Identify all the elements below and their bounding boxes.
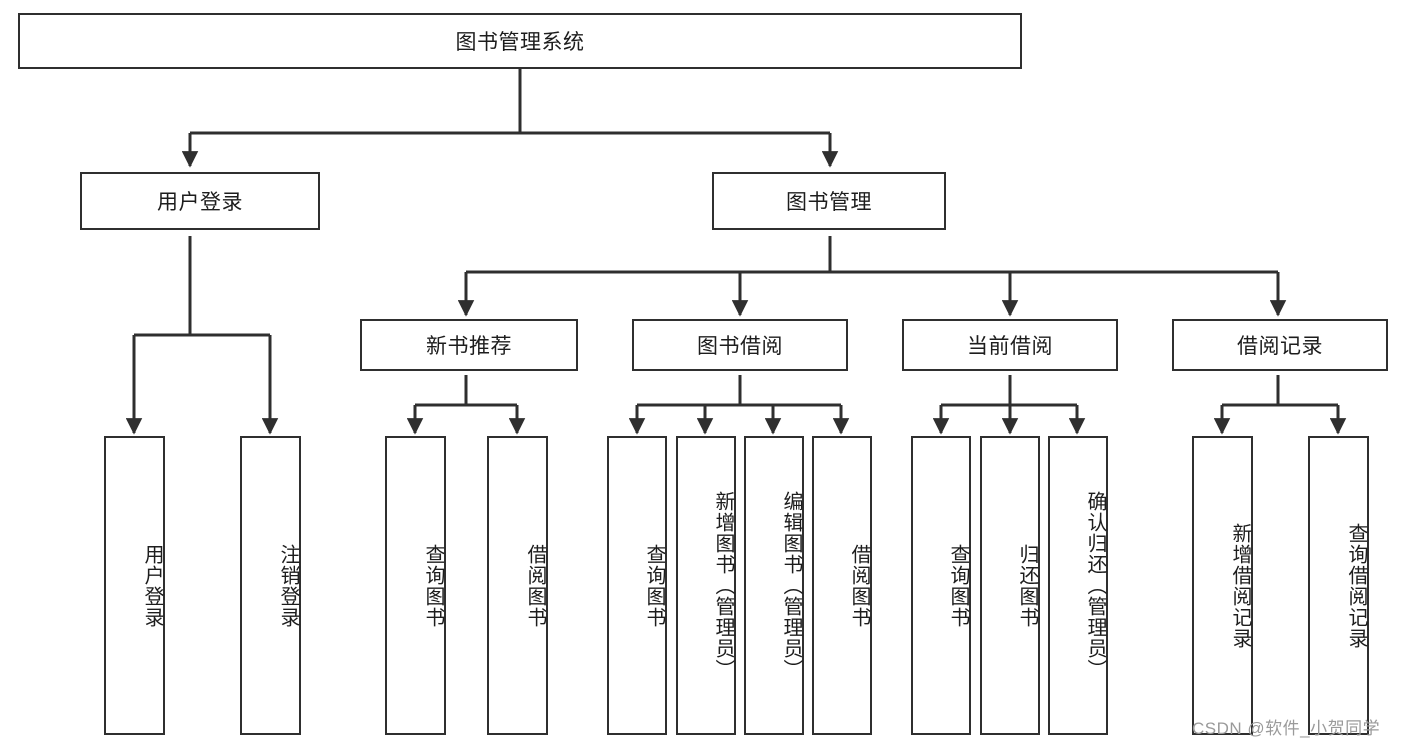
node-label: 用户登录 [141,543,163,628]
leaf-recommend-query-book[interactable]: 查询图书 [385,436,446,735]
node-label: 新书推荐 [426,335,512,358]
leaf-borrow-edit-book-admin[interactable]: 编辑图书（管理员） [744,436,804,735]
node-label: 归还图书 [1016,543,1038,628]
leaf-current-return-book[interactable]: 归还图书 [980,436,1040,735]
leaf-record-add-record[interactable]: 新增借阅记录 [1192,436,1253,735]
node-current-borrow[interactable]: 当前借阅 [902,319,1118,371]
node-label: 图书管理 [786,191,872,214]
node-label: 新增借阅记录 [1229,522,1251,649]
leaf-record-query-record[interactable]: 查询借阅记录 [1308,436,1369,735]
node-label: 用户登录 [157,191,243,214]
node-label: 借阅图书 [848,543,870,628]
node-label: 查询图书 [422,543,444,628]
node-label: 编辑图书（管理员） [780,491,802,680]
leaf-user-login-signin[interactable]: 用户登录 [104,436,165,735]
leaf-current-confirm-return-admin[interactable]: 确认归还（管理员） [1048,436,1108,735]
node-root-system[interactable]: 图书管理系统 [18,13,1022,69]
node-label: 借阅图书 [524,543,546,628]
leaf-borrow-query-book[interactable]: 查询图书 [607,436,667,735]
node-label: 查询图书 [947,543,969,628]
node-label: 图书管理系统 [455,31,585,54]
leaf-current-query-book[interactable]: 查询图书 [911,436,971,735]
leaf-borrow-add-book-admin[interactable]: 新增图书（管理员） [676,436,736,735]
leaf-user-login-signout[interactable]: 注销登录 [240,436,301,735]
node-label: 当前借阅 [967,335,1053,358]
node-label: 注销登录 [277,543,299,628]
csdn-watermark: CSDN @软件_小贺同学 [1192,719,1381,738]
node-user-login[interactable]: 用户登录 [80,172,320,230]
node-label: 图书借阅 [697,335,783,358]
leaf-borrow-borrow-book[interactable]: 借阅图书 [812,436,872,735]
node-book-management[interactable]: 图书管理 [712,172,946,230]
node-label: 确认归还（管理员） [1084,491,1106,680]
node-label: 新增图书（管理员） [712,491,734,680]
node-label: 查询图书 [643,543,665,628]
node-label: 查询借阅记录 [1345,522,1367,649]
leaf-recommend-borrow-book[interactable]: 借阅图书 [487,436,548,735]
node-new-book-recommend[interactable]: 新书推荐 [360,319,578,371]
node-book-borrow[interactable]: 图书借阅 [632,319,848,371]
node-borrow-record[interactable]: 借阅记录 [1172,319,1388,371]
node-label: 借阅记录 [1237,335,1323,358]
